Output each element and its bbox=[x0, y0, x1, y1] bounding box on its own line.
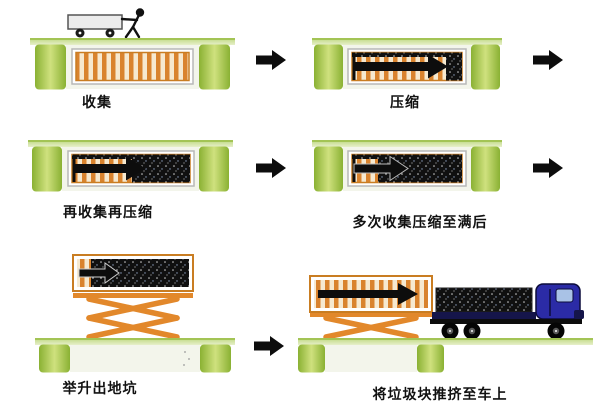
flow-arrow-icon bbox=[254, 336, 284, 356]
compactor-ram-arrow-icon bbox=[354, 54, 448, 79]
scissor-lift-icon bbox=[73, 293, 193, 340]
garbage-cart-icon bbox=[67, 14, 123, 38]
scene-compress bbox=[312, 38, 502, 90]
scene-compress-until-full bbox=[312, 140, 502, 192]
truck-cargo-mass bbox=[435, 287, 533, 313]
compactor-ram-arrow-icon bbox=[74, 156, 146, 181]
label-compress-until-full: 多次收集压缩至满后 bbox=[352, 214, 488, 230]
label-lift-out-of-pit: 举升出地坑 bbox=[62, 380, 138, 396]
ground bbox=[312, 38, 502, 45]
compactor-ram-arrow-icon bbox=[78, 262, 120, 284]
compactor-ram-arrow-icon bbox=[353, 155, 409, 182]
label-recollect-recompress: 再收集再压缩 bbox=[63, 204, 153, 220]
ground bbox=[30, 38, 235, 45]
scene-push-onto-truck bbox=[298, 275, 593, 373]
label-compress: 压缩 bbox=[390, 94, 420, 110]
truck-windshield bbox=[555, 288, 574, 303]
label-collect: 收集 bbox=[82, 94, 112, 110]
flow-arrow-icon bbox=[533, 158, 563, 178]
compactor-ram-arrow-icon bbox=[318, 283, 418, 305]
truck-icon bbox=[430, 283, 584, 340]
garbage-mass bbox=[446, 52, 462, 81]
garbage-block bbox=[72, 254, 194, 292]
flow-arrow-icon bbox=[256, 50, 286, 70]
label-push-onto-truck: 将垃圾块推挤至车上 bbox=[372, 386, 508, 402]
container bbox=[347, 150, 467, 187]
scene-collect bbox=[30, 8, 235, 90]
person-icon bbox=[120, 8, 145, 39]
scene-recollect-recompress bbox=[28, 140, 233, 192]
container bbox=[67, 150, 195, 187]
garbage-block bbox=[309, 275, 433, 313]
container bbox=[347, 48, 467, 85]
ground bbox=[312, 140, 502, 147]
ground bbox=[35, 338, 235, 345]
truck-wheels bbox=[441, 322, 565, 340]
container bbox=[71, 48, 194, 85]
pit bbox=[298, 344, 444, 373]
pit bbox=[39, 344, 231, 373]
scene-lift-out-of-pit bbox=[35, 254, 235, 373]
flow-arrow-icon bbox=[533, 50, 563, 70]
flow-arrow-icon bbox=[256, 158, 286, 178]
ground bbox=[28, 140, 233, 147]
rail bbox=[72, 154, 190, 159]
rail bbox=[352, 52, 462, 57]
ground bbox=[298, 338, 593, 345]
scissor-lift-icon bbox=[310, 312, 432, 340]
